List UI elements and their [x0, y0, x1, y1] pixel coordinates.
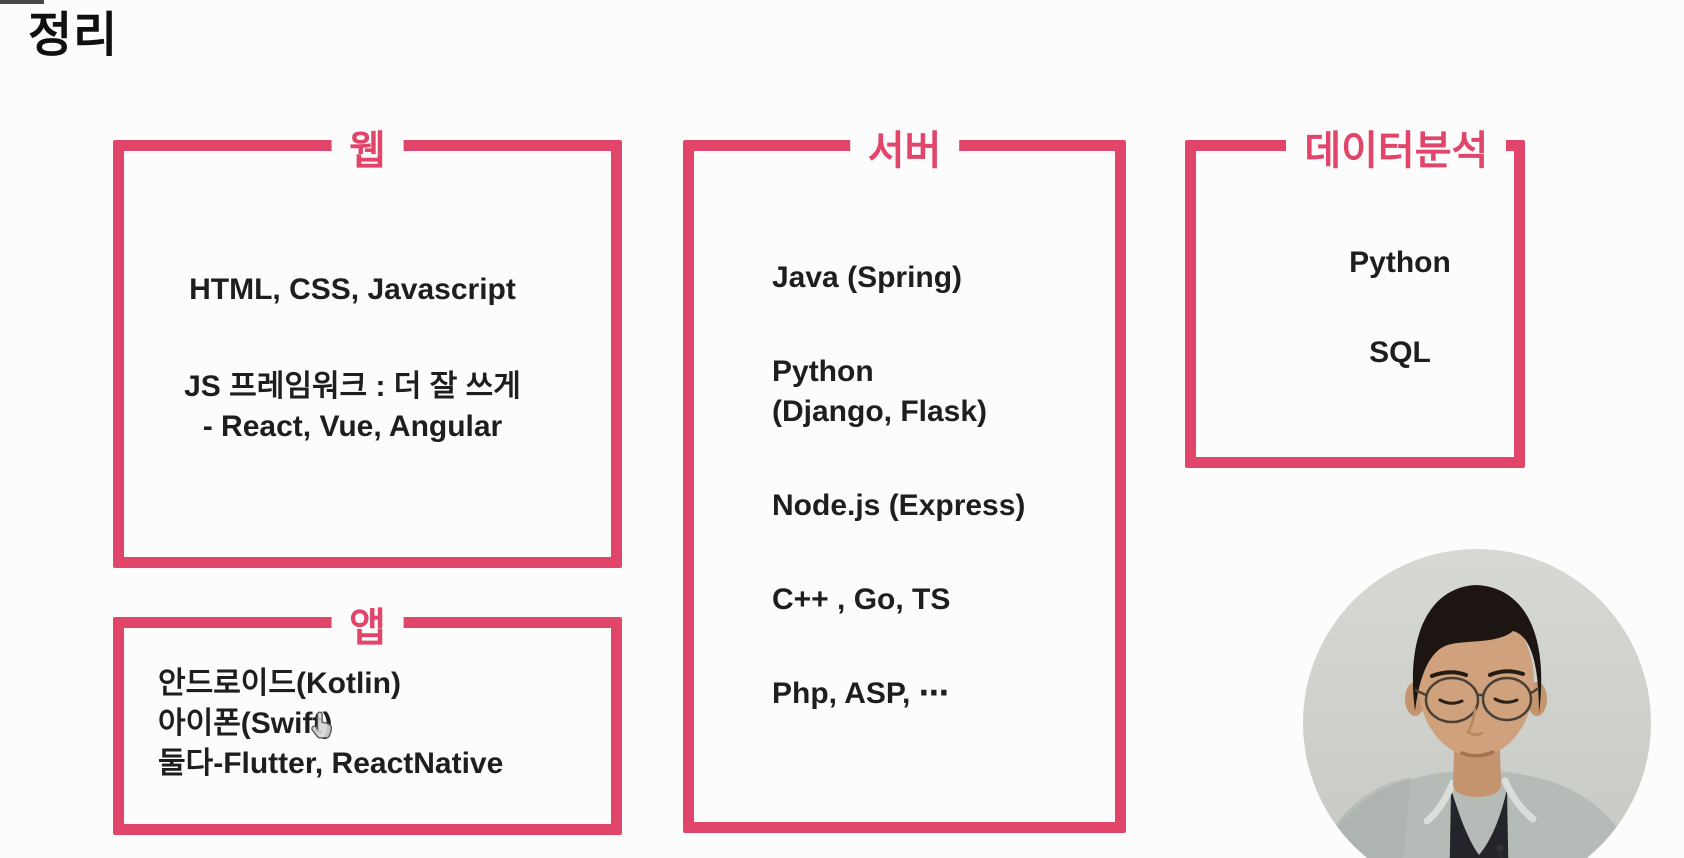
- data-analysis-box-title: 데이터분석: [1286, 127, 1507, 175]
- web-box: 웹 HTML, CSS, Javascript JS 프레임워크 : 더 잘 쓰…: [113, 127, 622, 568]
- server-line-6: Php, ASP, ⋯: [772, 677, 949, 710]
- server-line-4: Node.js (Express): [772, 489, 1026, 522]
- web-line-3: - React, Vue, Angular: [202, 410, 503, 443]
- app-line-3: 둘다-Flutter, ReactNative: [158, 747, 504, 780]
- data-analysis-box: 데이터분석 Python SQL: [1185, 127, 1525, 468]
- web-box-title: 웹: [331, 127, 404, 175]
- app-line-1: 안드로이드(Kotlin): [158, 667, 401, 700]
- data-line-1: Python: [1349, 246, 1451, 279]
- server-box-title: 서버: [849, 127, 960, 175]
- top-left-artifact: [0, 0, 44, 4]
- app-line-2: 아이폰(Swift): [158, 707, 333, 740]
- instructor-webcam: [1303, 549, 1651, 858]
- web-line-1: HTML, CSS, Javascript: [189, 273, 516, 306]
- data-analysis-box-content: Python SQL: [1196, 151, 1514, 457]
- app-box: 앱 안드로이드(Kotlin) 아이폰(Swift) 둘다-Flutter, R…: [113, 604, 622, 835]
- server-box: 서버 Java (Spring) Python (Django, Flask) …: [683, 127, 1126, 833]
- page-title: 정리: [28, 9, 119, 62]
- data-line-2: SQL: [1369, 336, 1431, 369]
- server-line-5: C++ , Go, TS: [772, 583, 951, 616]
- server-line-1: Java (Spring): [772, 261, 963, 294]
- server-line-2: Python: [772, 355, 874, 388]
- web-box-content: HTML, CSS, Javascript JS 프레임워크 : 더 잘 쓰게 …: [124, 151, 611, 557]
- web-line-2: JS 프레임워크 : 더 잘 쓰게: [184, 370, 521, 403]
- app-box-title: 앱: [331, 604, 404, 652]
- app-box-content: 안드로이드(Kotlin) 아이폰(Swift) 둘다-Flutter, Rea…: [124, 628, 611, 824]
- instructor-avatar: [1303, 549, 1651, 858]
- server-line-3: (Django, Flask): [772, 395, 988, 428]
- server-box-content: Java (Spring) Python (Django, Flask) Nod…: [694, 151, 1115, 822]
- hand-pointer-icon: [311, 711, 333, 739]
